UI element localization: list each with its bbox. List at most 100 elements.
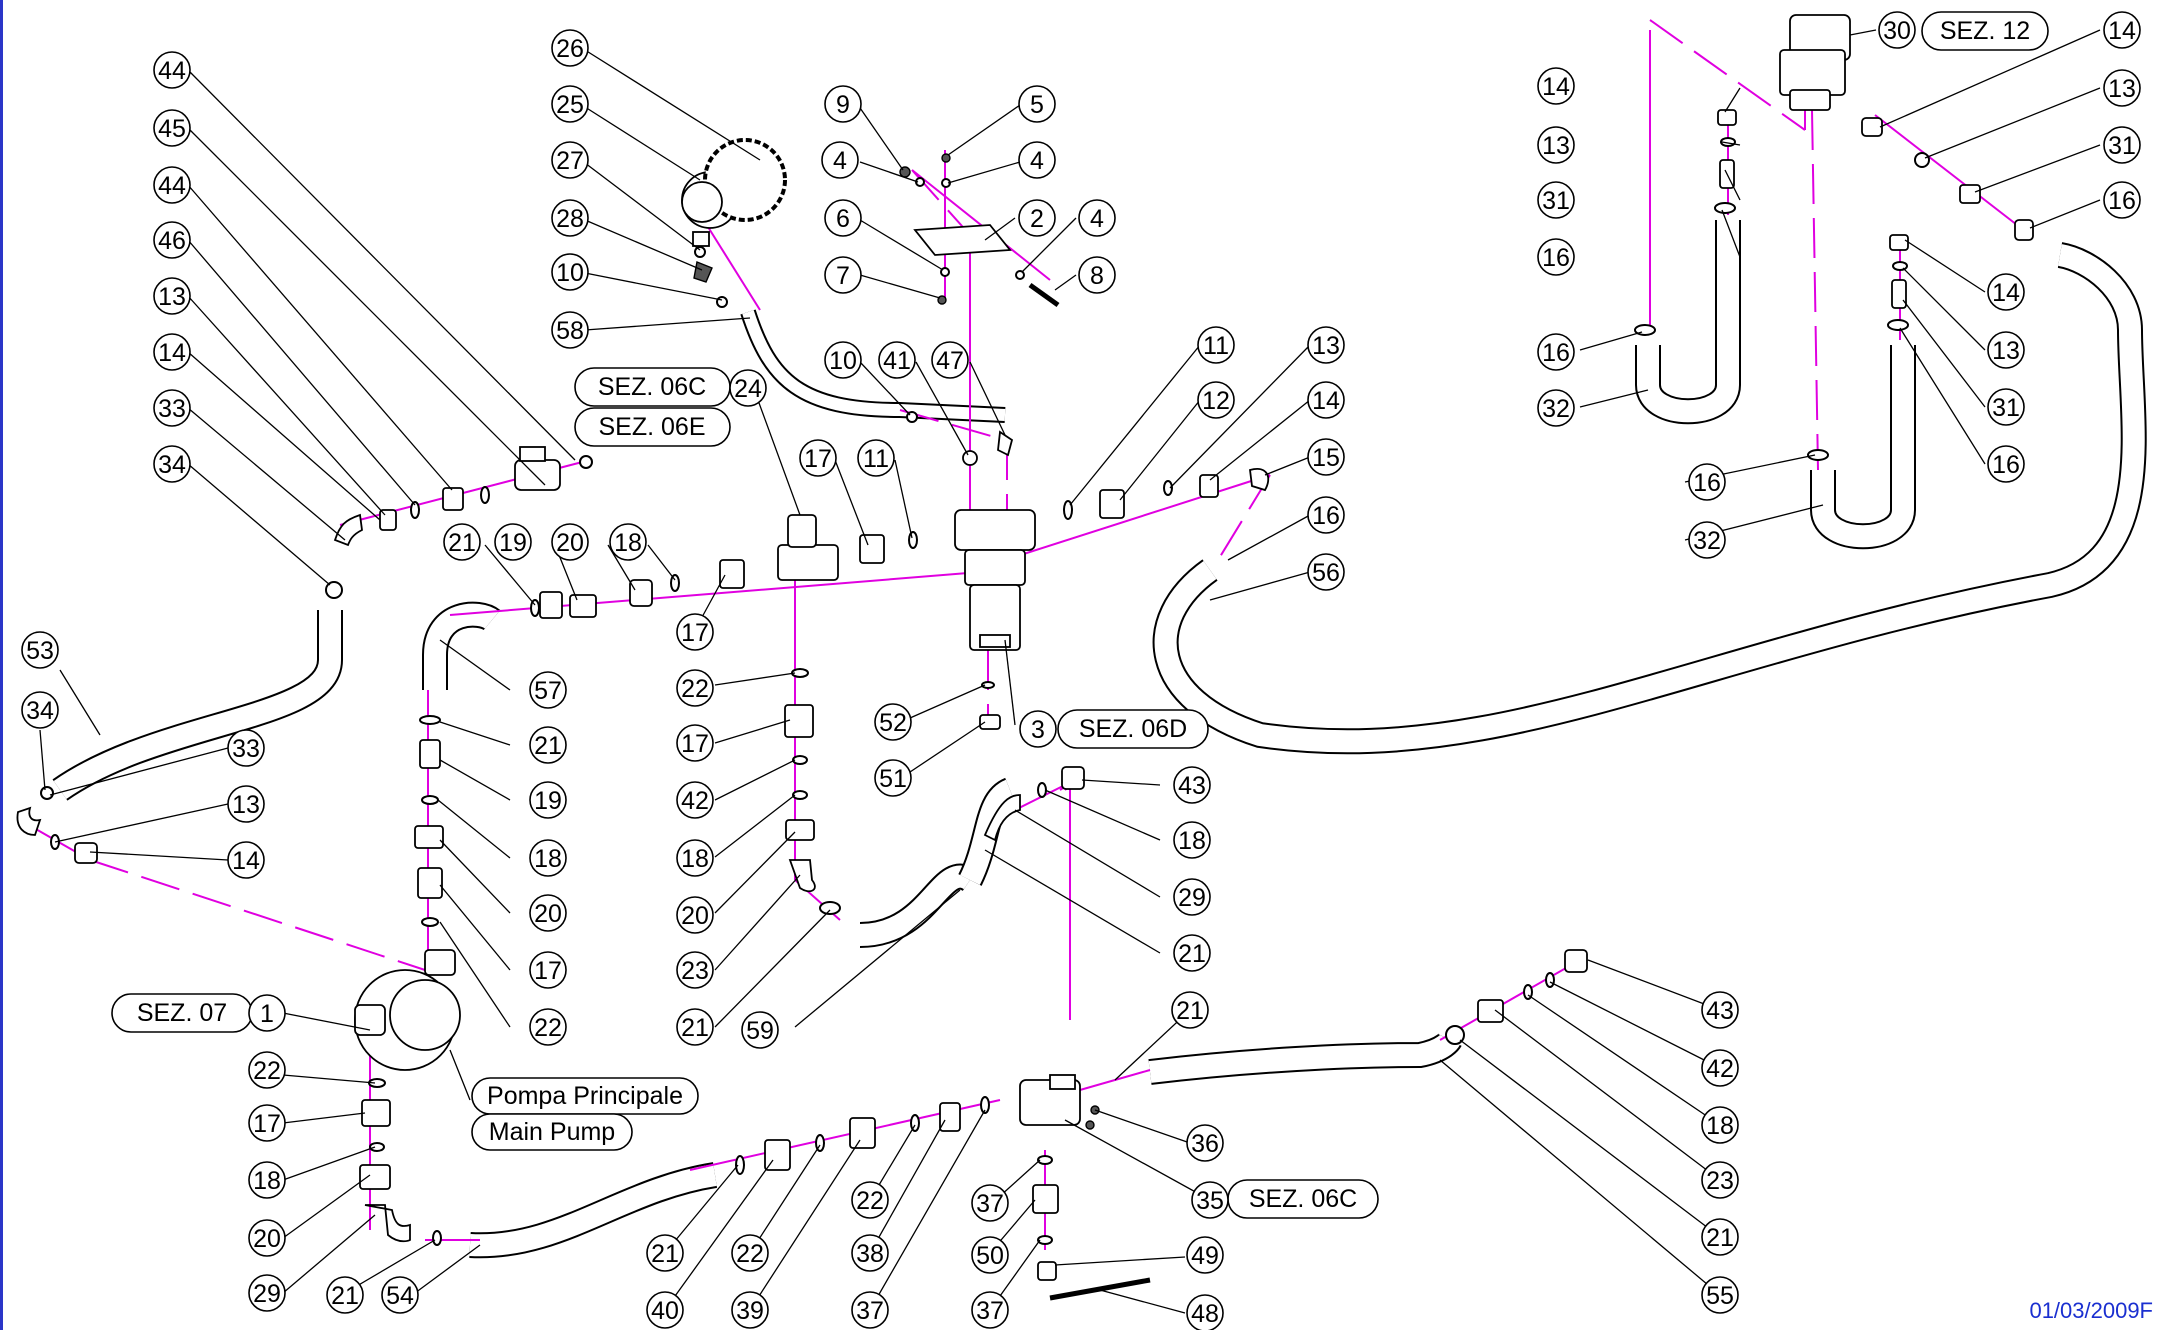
callout-number: 41	[883, 347, 911, 375]
callout-number: 13	[1542, 132, 1570, 160]
callout-number: 16	[1542, 339, 1570, 367]
tag-sez-06e-text: SEZ. 06E	[599, 413, 706, 441]
callout-18: 18	[248, 1161, 286, 1199]
tag-sez-06c: SEZ. 06C	[574, 367, 731, 407]
callout-circle	[1307, 496, 1345, 534]
callout-52: 52	[874, 703, 912, 741]
callout-45: 45	[153, 109, 191, 147]
tag-sez-12: SEZ. 12	[1921, 11, 2049, 51]
callout-circle	[824, 199, 862, 237]
callout-circle	[248, 994, 286, 1032]
callout-circle	[971, 1236, 1009, 1274]
callout-circle	[731, 1234, 769, 1272]
callout-35: 35	[1191, 1181, 1229, 1219]
callout-number: 18	[253, 1167, 281, 1195]
callout-10: 10	[824, 341, 862, 379]
callout-number: 20	[534, 900, 562, 928]
callout-circle	[824, 256, 862, 294]
callout-4: 4	[1078, 199, 1116, 237]
hoses	[52, 220, 2147, 1259]
callout-number: 28	[556, 205, 584, 233]
callout-circle	[1173, 821, 1211, 859]
callout-circle	[971, 1291, 1009, 1329]
callout-number: 10	[556, 259, 584, 287]
callout-number: 23	[681, 957, 709, 985]
callout-16: 16	[1307, 496, 1345, 534]
callout-47: 47	[931, 341, 969, 379]
tag-sez-06c-lower-text: SEZ. 06C	[1249, 1185, 1357, 1213]
callout-14: 14	[153, 333, 191, 371]
callout-17: 17	[676, 724, 714, 762]
callout-number: 20	[681, 902, 709, 930]
callout-circle	[2103, 181, 2141, 219]
callout-circle	[1701, 1106, 1739, 1144]
callout-circle	[1537, 67, 1575, 105]
callout-circle	[731, 1291, 769, 1329]
callout-circle	[153, 109, 191, 147]
callout-1: 1	[248, 994, 286, 1032]
callout-number: 57	[534, 677, 562, 705]
callout-14: 14	[227, 841, 265, 879]
callout-27: 27	[551, 141, 589, 179]
callout-23: 23	[1701, 1161, 1739, 1199]
callout-21: 21	[676, 1008, 714, 1046]
callout-number: 26	[556, 35, 584, 63]
tag-pump-english: Main Pump	[471, 1113, 633, 1151]
pump-label-italian: Pompa Principale	[487, 1082, 683, 1110]
callout-circle	[551, 253, 589, 291]
callout-38: 38	[851, 1234, 889, 1272]
callout-number: 42	[1706, 1055, 1734, 1083]
callout-circle	[1173, 934, 1211, 972]
callout-number: 14	[1992, 279, 2020, 307]
callout-circle	[1688, 463, 1726, 501]
callout-24: 24	[729, 369, 767, 407]
callout-circle	[1197, 326, 1235, 364]
callout-number: 4	[1030, 147, 1044, 175]
callout-circle	[1537, 126, 1575, 164]
callout-31: 31	[1537, 181, 1575, 219]
callout-circle	[2103, 11, 2141, 49]
callout-circle	[2103, 69, 2141, 107]
callout-number: 31	[2108, 132, 2136, 160]
callout-number: 29	[253, 1280, 281, 1308]
callout-9: 9	[824, 85, 862, 123]
callout-28: 28	[551, 199, 589, 237]
callout-circle	[551, 141, 589, 179]
callout-circle	[1173, 878, 1211, 916]
callout-circle	[1987, 331, 2025, 369]
callout-49: 49	[1186, 1236, 1224, 1274]
callout-17: 17	[248, 1104, 286, 1142]
callout-circle	[443, 523, 481, 561]
callout-number: 31	[1992, 394, 2020, 422]
callout-circle	[1307, 553, 1345, 591]
callout-circle	[676, 951, 714, 989]
callout-circle	[21, 631, 59, 669]
callout-circle	[2103, 126, 2141, 164]
callout-number: 13	[1992, 337, 2020, 365]
callout-number: 21	[681, 1014, 709, 1042]
callout-32: 32	[1537, 389, 1575, 427]
callout-number: 17	[534, 957, 562, 985]
callout-circle	[529, 726, 567, 764]
callout-circle	[1186, 1236, 1224, 1274]
callout-circle	[676, 669, 714, 707]
callout-15: 15	[1307, 438, 1345, 476]
callout-number: 37	[976, 1297, 1004, 1325]
callout-21: 21	[1701, 1218, 1739, 1256]
callout-number: 13	[2108, 75, 2136, 103]
callout-number: 34	[158, 451, 186, 479]
callout-number: 43	[1178, 772, 1206, 800]
callout-46: 46	[153, 221, 191, 259]
callout-circle	[799, 439, 837, 477]
callout-number: 16	[1542, 244, 1570, 272]
callout-13: 13	[1307, 326, 1345, 364]
callout-6: 6	[824, 199, 862, 237]
callout-circle	[551, 85, 589, 123]
callout-circle	[529, 781, 567, 819]
callout-circle	[676, 839, 714, 877]
callout-57: 57	[529, 671, 567, 709]
callout-circle	[1018, 141, 1056, 179]
callout-number: 22	[253, 1057, 281, 1085]
callout-number: 14	[232, 847, 260, 875]
callout-number: 58	[556, 317, 584, 345]
